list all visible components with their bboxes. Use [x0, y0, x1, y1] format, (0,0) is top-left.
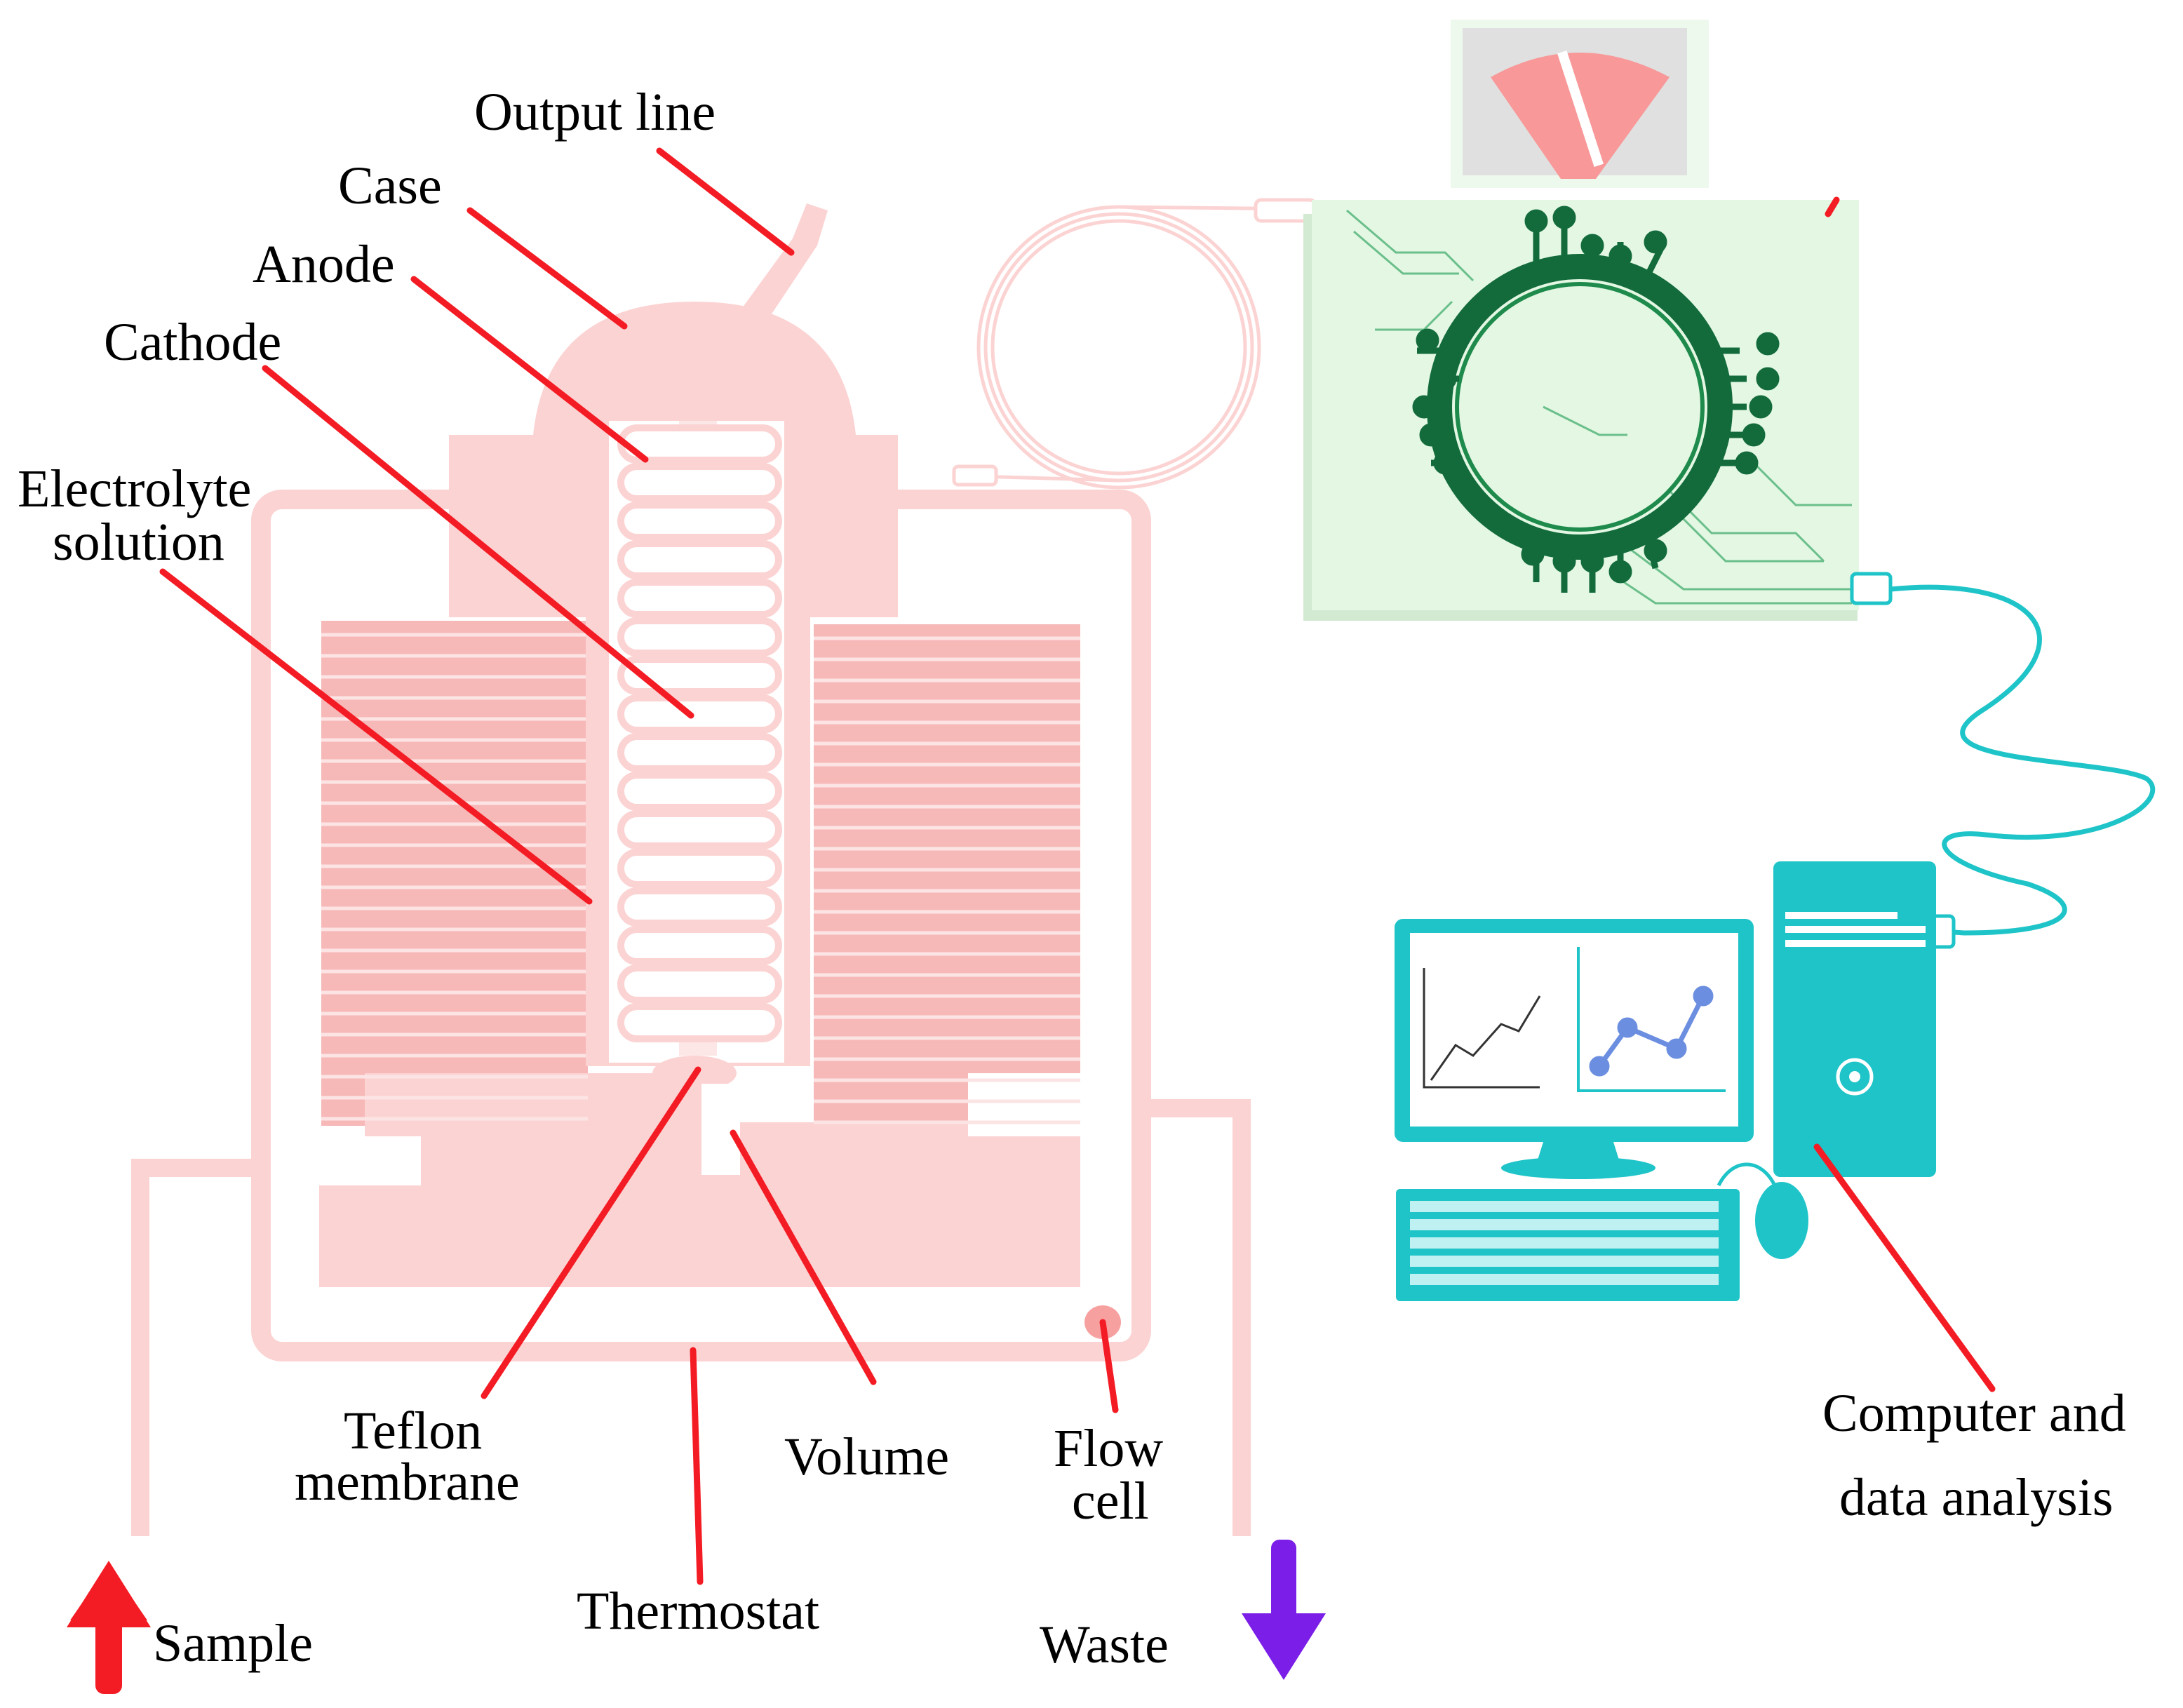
- leader-electrolyte: [159, 568, 593, 905]
- heater-stripes: [321, 633, 1080, 1124]
- waste-outlet-tube: [1141, 1099, 1251, 1536]
- label-flow-line2: cell: [1072, 1472, 1149, 1531]
- leader-anode: [410, 276, 649, 463]
- computer-tower: [1773, 861, 1936, 1177]
- output-line-pipe: [737, 203, 828, 330]
- label-case: Case: [338, 156, 442, 215]
- label-electrolyte-line1: Electrolyte: [18, 459, 251, 518]
- label-computer-line2: data analysis: [1839, 1468, 2113, 1527]
- leader-lines: [159, 147, 1996, 1585]
- label-output-line: Output line: [474, 83, 716, 142]
- case-dome: [533, 302, 856, 435]
- leader-board-stub: [1825, 196, 1840, 217]
- label-sample: Sample: [153, 1614, 313, 1673]
- label-computer-line1: Computer and: [1822, 1384, 2126, 1443]
- sample-inlet-tube: [131, 1159, 267, 1536]
- computer-mouse: [1755, 1182, 1808, 1259]
- circuit-board-icon: [1303, 200, 1893, 621]
- label-thermostat: Thermostat: [577, 1582, 819, 1641]
- label-teflon-line1: Teflon: [344, 1401, 482, 1460]
- inner-divider-left: [596, 421, 609, 1063]
- leader-thermostat: [690, 1347, 704, 1585]
- label-waste: Waste: [1040, 1615, 1169, 1674]
- inner-divider-right: [784, 421, 797, 1063]
- leader-volume: [730, 1129, 877, 1385]
- label-teflon-line2: membrane: [295, 1453, 520, 1512]
- label-anode: Anode: [253, 235, 395, 294]
- label-volume: Volume: [784, 1427, 949, 1486]
- usb-cable: [1890, 584, 2156, 936]
- waste-arrow: [1242, 1540, 1326, 1680]
- label-flow-line1: Flow: [1054, 1419, 1163, 1478]
- leader-output-line: [656, 147, 795, 256]
- meter-gauge-icon: [1451, 20, 1709, 188]
- leader-cathode: [262, 365, 694, 719]
- leader-flow-cell: [1099, 1319, 1119, 1413]
- left-heater-block: [321, 621, 588, 1126]
- leader-case: [466, 207, 628, 330]
- right-heater-block: [814, 624, 1080, 1129]
- coil-cable: [952, 198, 1317, 490]
- leader-teflon: [481, 1066, 701, 1399]
- labels: Output line Case Anode Cathode Electroly…: [18, 83, 2126, 1674]
- sample-arrow: [67, 1561, 151, 1694]
- leader-computer: [1813, 1143, 1996, 1392]
- cathode-coil: [617, 424, 782, 1042]
- desktop-computer-icon: [1395, 861, 1936, 1301]
- label-cathode: Cathode: [104, 313, 281, 372]
- arrow-down-icon: [1242, 1613, 1326, 1680]
- label-electrolyte-line2: solution: [53, 513, 224, 572]
